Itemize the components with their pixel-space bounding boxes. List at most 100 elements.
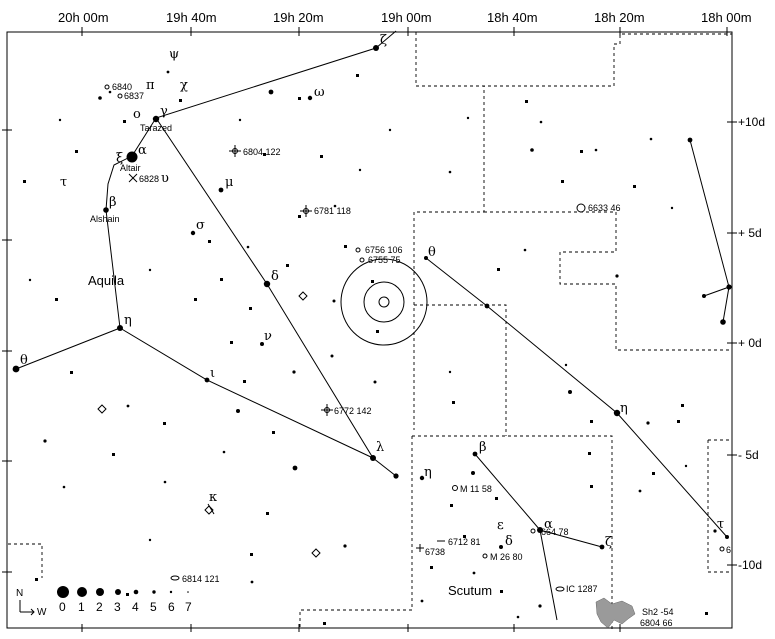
star-theta-ser (424, 256, 428, 260)
star (471, 471, 475, 475)
star (484, 303, 490, 309)
dec-axis: +10d + 5d + 0d - 5d -10d (2, 115, 765, 573)
star-mu-aql (218, 187, 224, 193)
star (373, 380, 377, 384)
label-omega-aql: ω (314, 85, 325, 100)
label-partial-right: 6 (726, 545, 731, 555)
label-ngc6738: 6738 (425, 547, 445, 557)
label-theta-aql: θ (20, 353, 28, 368)
star (28, 278, 32, 282)
label-lambda-aql: λ (376, 440, 384, 455)
faint-stars (23, 74, 708, 625)
label-gamma-aql: γ (160, 104, 168, 119)
label-m26: M 26 80 (490, 552, 523, 562)
label-tau-aql: τ (60, 175, 67, 190)
label-beta-aql: β (109, 195, 117, 210)
star (530, 148, 534, 152)
label-sigma-aql: σ (196, 218, 205, 233)
label-xi-aql: ξ (116, 151, 123, 166)
constellation-scutum: Scutum (448, 583, 492, 598)
label-beta-sct: β (479, 440, 487, 455)
legend-mag: 0 (59, 600, 66, 614)
label-ngc6633: 6633 46 (588, 203, 621, 213)
label-ngc6755: 6755 75 (368, 255, 401, 265)
galaxy-icon (97, 404, 107, 414)
legend-mag: 6 (168, 600, 175, 614)
dec-label: -10d (738, 558, 762, 572)
label-alshain: Alshain (90, 214, 120, 224)
star (670, 206, 674, 210)
stars (12, 45, 732, 619)
star (62, 485, 66, 489)
star (564, 363, 568, 367)
label-alpha-aql: α (138, 143, 147, 158)
star (332, 299, 336, 303)
constellation-lines (15, 30, 730, 621)
compass-north: N (16, 588, 23, 599)
star (687, 137, 693, 143)
star (246, 245, 250, 249)
ra-label: 19h 00m (381, 10, 432, 25)
legend-mag: 3 (114, 600, 121, 614)
star (649, 137, 653, 141)
constellation-aquila: Aquila (88, 273, 125, 288)
deep-sky-objects: 6840 6837 6804 122 6828 6781 118 6756 10… (97, 82, 731, 629)
dec-label: + 5d (738, 226, 762, 240)
chart-frame (6, 31, 733, 629)
star (516, 615, 520, 619)
dec-label: +10d (738, 115, 765, 129)
compass: N W (16, 588, 47, 618)
star (684, 464, 688, 468)
ra-label: 18h 20m (594, 10, 645, 25)
label-ngc6828: 6828 (139, 174, 159, 184)
star (420, 599, 424, 603)
label-tarazed: Tarazed (140, 123, 172, 133)
star (222, 450, 226, 454)
label-delta-sct: δ (505, 534, 513, 549)
star (166, 70, 170, 74)
star-tarazed (152, 115, 160, 123)
star (98, 96, 102, 100)
label-pi-aql: π (146, 78, 155, 93)
star-eta-ser (613, 409, 621, 417)
legend-mag: 1 (78, 600, 85, 614)
star-lambda-aql (370, 455, 376, 461)
star (499, 545, 503, 549)
label-theta-ser: θ (428, 245, 436, 260)
star-beta-sct (472, 451, 478, 457)
planetary-nebula-icon (229, 145, 241, 157)
star (163, 480, 167, 484)
greek-labels: α β γ δ η θ ι λ ζ μ ν σ τ ο π ψ χ ω κ ξ … (20, 33, 724, 550)
label-ngc6712: 6712 81 (448, 537, 481, 547)
dec-label: + 0d (738, 336, 762, 350)
star (448, 170, 452, 174)
star (594, 148, 598, 152)
ra-label: 19h 20m (273, 10, 324, 25)
label-eta-aql: η (124, 313, 132, 328)
ra-label: 18h 40m (487, 10, 538, 25)
star (646, 421, 650, 425)
label-ngc6837: 6837 (124, 91, 144, 101)
label-altair: Altair (120, 163, 141, 173)
label-ngc6664: 664 78 (541, 527, 569, 537)
legend-mag: 5 (150, 600, 157, 614)
star (292, 465, 298, 471)
star-altair (126, 151, 138, 163)
star-12-aql (393, 473, 399, 479)
star (250, 580, 254, 584)
star-omega-aql (307, 95, 313, 101)
star (523, 248, 527, 252)
star-theta-aql (12, 365, 20, 373)
legend-mag: 4 (132, 600, 139, 614)
constellation-boundaries (8, 32, 732, 630)
star (292, 370, 296, 374)
label-ngc6772: 6772 142 (334, 406, 372, 416)
star-delta-aql (263, 280, 271, 288)
label-epsilon-sct: ε (497, 518, 504, 533)
label-partial-bottom: 6804 66 (640, 618, 673, 628)
legend-mag: 7 (185, 600, 192, 614)
label-sh2-54: Sh2 -54 (642, 607, 674, 617)
label-zeta-sct: ζ (605, 535, 612, 550)
star (539, 120, 543, 124)
